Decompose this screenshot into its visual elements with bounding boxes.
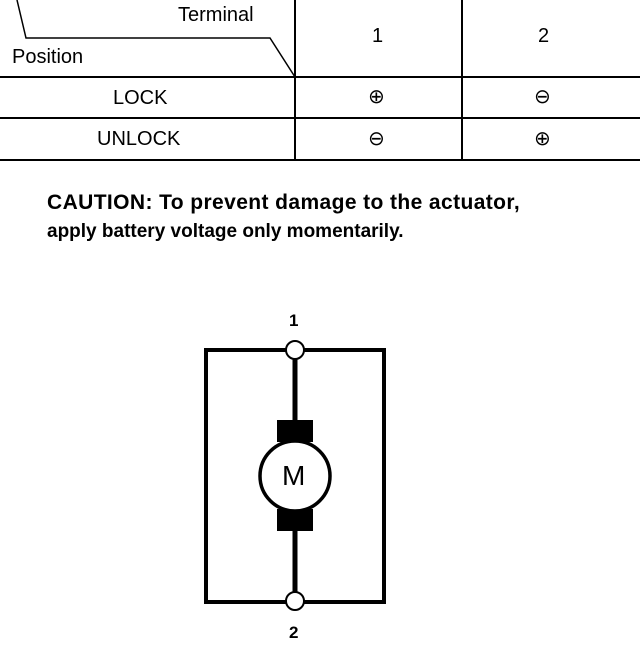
- terminal-1-node: [285, 340, 305, 360]
- column-header-1: 1: [372, 25, 384, 47]
- header-terminal: Terminal: [178, 4, 254, 26]
- header-position: Position: [12, 46, 84, 68]
- column-header-2: 2: [538, 25, 550, 47]
- brush-bottom: [277, 509, 313, 531]
- row-lock-terminal-1-plus-icon: ⊕: [368, 84, 385, 108]
- caution-label: CAUTION:: [47, 191, 153, 214]
- row-lock-terminal-2-minus-icon: ⊖: [534, 84, 551, 108]
- terminal-2-node: [285, 591, 305, 611]
- terminal-position-table: Terminal Position 1 2 LOCK ⊕ ⊖ UNLOCK ⊖ …: [0, 0, 640, 163]
- terminal-1-label: 1: [289, 311, 299, 330]
- motor-circle: [258, 439, 332, 513]
- brush-top: [277, 420, 313, 442]
- caution-note: CAUTION: To prevent damage to the actuat…: [47, 188, 640, 246]
- caution-line-1: CAUTION: To prevent damage to the actuat…: [47, 188, 640, 217]
- caution-text-line-1: To prevent damage to the actuator,: [159, 191, 521, 214]
- motor-diagram-drawing: [204, 340, 386, 611]
- caution-text-line-2: apply battery voltage only momentarily.: [47, 221, 404, 242]
- row-unlock-label: UNLOCK: [97, 128, 181, 150]
- terminal-2-label: 2: [289, 623, 299, 642]
- row-unlock-terminal-1-minus-icon: ⊖: [368, 126, 385, 150]
- motor-circuit-diagram: 1 2 M: [0, 300, 640, 650]
- table-grid-lines: [0, 0, 640, 161]
- row-unlock-terminal-2-plus-icon: ⊕: [534, 126, 551, 150]
- motor-label: M: [282, 460, 306, 491]
- row-lock-label: LOCK: [113, 87, 168, 109]
